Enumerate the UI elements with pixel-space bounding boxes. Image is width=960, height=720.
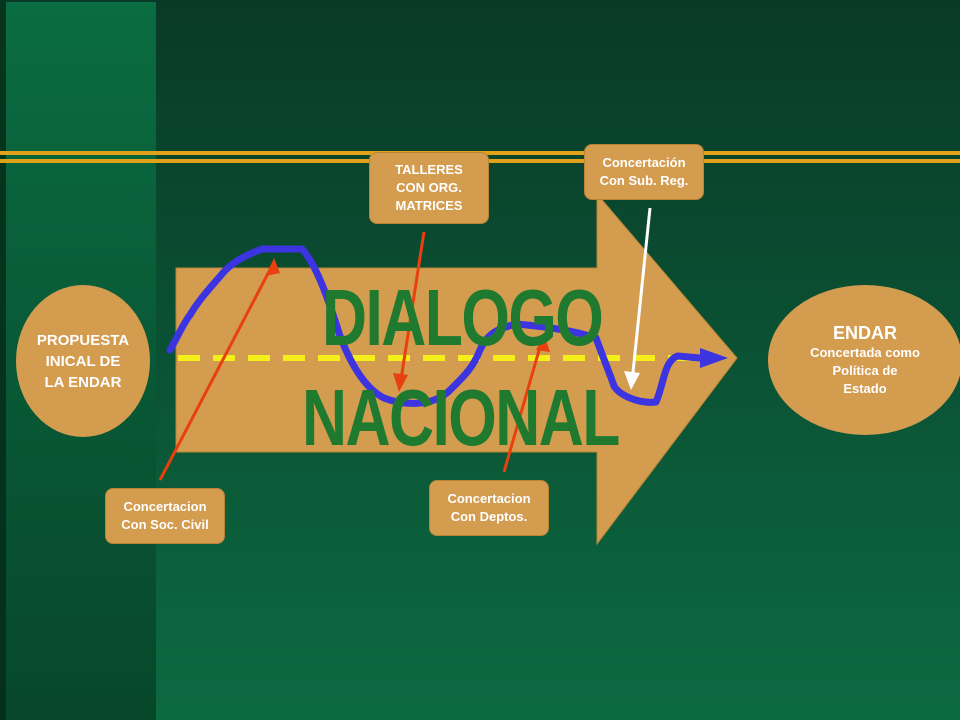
end-node-subtitle: Concertada como Política de Estado xyxy=(810,345,920,396)
box-deptos: Concertacion Con Deptos. xyxy=(429,480,549,536)
end-node-title: ENDAR xyxy=(832,323,897,343)
pointer-talleres xyxy=(393,231,426,392)
box-soc-civil: Concertacion Con Soc. Civil xyxy=(105,488,225,544)
box-soc-civil-label: Concertacion Con Soc. Civil xyxy=(121,499,209,532)
box-deptos-label: Concertacion Con Deptos. xyxy=(447,491,531,524)
start-node: PROPUESTA INICAL DE LA ENDAR xyxy=(16,285,150,437)
pointer-deptos xyxy=(502,334,550,473)
box-talleres-label: TALLERES CON ORG. MATRICES xyxy=(395,162,463,213)
end-node: ENDAR Concertada como Política de Estado xyxy=(768,285,960,435)
box-sub-reg: Concertación Con Sub. Reg. xyxy=(584,144,704,200)
arrow-text-line1: DIALOGO xyxy=(322,273,604,362)
box-sub-reg-label: Concertación Con Sub. Reg. xyxy=(599,155,689,188)
start-node-label: PROPUESTA INICAL DE LA ENDAR xyxy=(36,331,130,391)
process-curve xyxy=(166,245,704,407)
pointer-soc-civil xyxy=(158,258,280,481)
box-talleres: TALLERES CON ORG. MATRICES xyxy=(369,152,489,224)
arrow-text-line2: NACIONAL xyxy=(302,373,620,462)
big-arrow xyxy=(175,192,738,546)
left-edge xyxy=(0,0,6,720)
pointer-sub-reg xyxy=(624,207,652,390)
timeline-arrowhead xyxy=(700,348,728,368)
